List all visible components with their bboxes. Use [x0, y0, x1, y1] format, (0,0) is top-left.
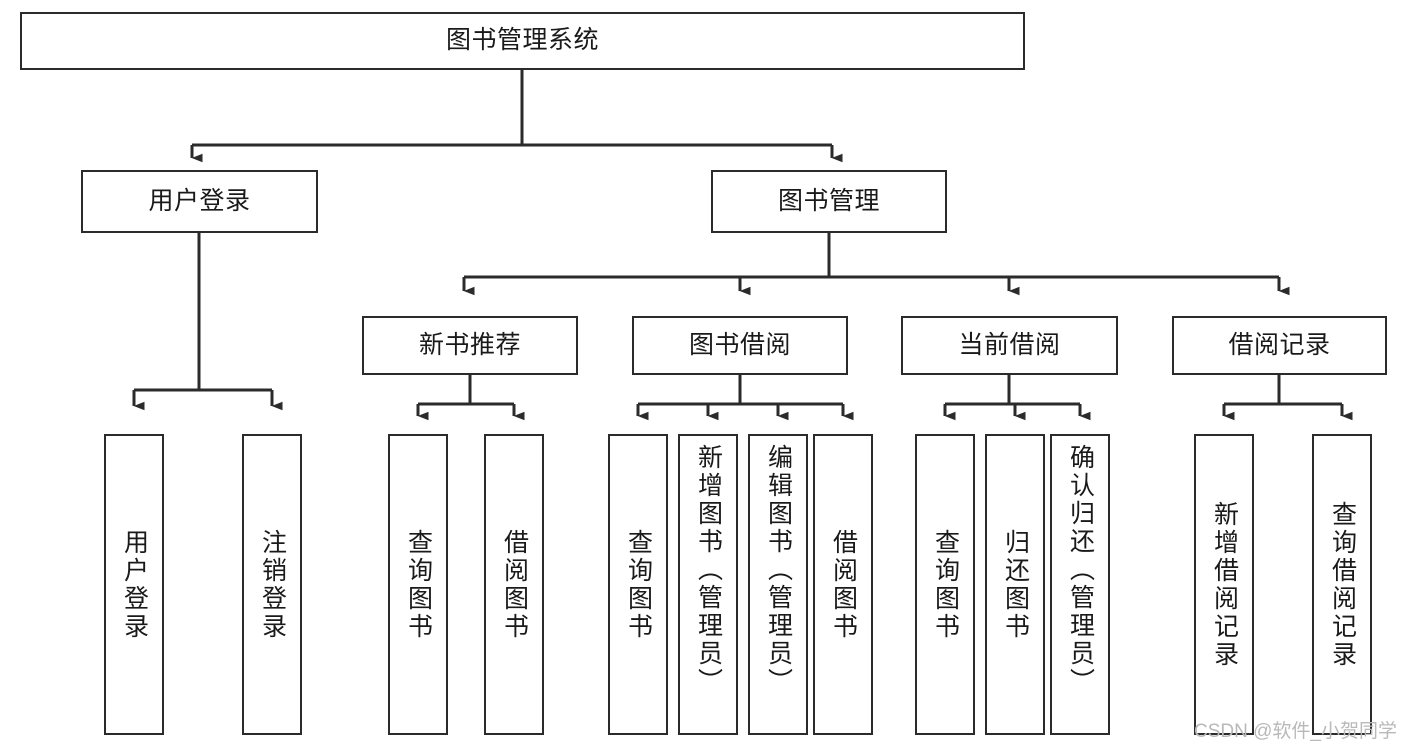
node-leaf-borrow-book-2-label: 借阅图书: [829, 528, 858, 641]
node-leaf-query-record-label: 查询借阅记录: [1328, 500, 1357, 669]
node-leaf-borrow-book-1[interactable]: 借阅图书: [484, 434, 544, 735]
node-book-management-label: 图书管理: [777, 186, 880, 215]
node-leaf-query-book-3-label: 查询图书: [931, 528, 960, 641]
node-leaf-user-login-label: 用户登录: [120, 528, 149, 641]
node-leaf-query-book-2[interactable]: 查询图书: [608, 434, 668, 735]
node-leaf-query-book-3[interactable]: 查询图书: [915, 434, 975, 735]
node-root-label: 图书管理系统: [445, 26, 599, 55]
node-borrow-record-label: 借阅记录: [1228, 330, 1331, 359]
node-new-book-recommend-label: 新书推荐: [418, 330, 521, 359]
node-current-borrow-label: 当前借阅: [958, 330, 1061, 359]
node-leaf-query-book-1[interactable]: 查询图书: [388, 434, 448, 735]
node-leaf-confirm-return-label: 确认归还（管理员）: [1066, 444, 1095, 696]
node-leaf-query-book-1-label: 查询图书: [404, 528, 433, 641]
node-leaf-return-book-label: 归还图书: [1001, 528, 1030, 641]
node-leaf-borrow-book-1-label: 借阅图书: [500, 528, 529, 641]
node-leaf-query-book-2-label: 查询图书: [624, 528, 653, 641]
node-user-login-label: 用户登录: [148, 186, 251, 215]
node-leaf-add-record-label: 新增借阅记录: [1210, 500, 1239, 669]
node-leaf-add-record[interactable]: 新增借阅记录: [1194, 434, 1254, 735]
node-leaf-return-book[interactable]: 归还图书: [985, 434, 1045, 735]
csdn-watermark: CSDN @软件_小贺同学: [1194, 721, 1397, 742]
node-leaf-user-login[interactable]: 用户登录: [104, 434, 164, 735]
node-current-borrow[interactable]: 当前借阅: [901, 316, 1118, 375]
node-leaf-add-book-label: 新增图书（管理员）: [694, 444, 723, 696]
node-user-login[interactable]: 用户登录: [81, 170, 318, 233]
node-book-borrow[interactable]: 图书借阅: [632, 316, 848, 375]
node-new-book-recommend[interactable]: 新书推荐: [362, 316, 578, 375]
node-book-borrow-label: 图书借阅: [688, 330, 791, 359]
node-leaf-borrow-book-2[interactable]: 借阅图书: [813, 434, 873, 735]
node-leaf-confirm-return[interactable]: 确认归还（管理员）: [1050, 434, 1110, 735]
node-leaf-edit-book[interactable]: 编辑图书（管理员）: [748, 434, 808, 735]
node-root[interactable]: 图书管理系统: [20, 12, 1025, 70]
node-borrow-record[interactable]: 借阅记录: [1172, 316, 1387, 375]
node-leaf-user-logout[interactable]: 注销登录: [242, 434, 302, 735]
node-leaf-add-book[interactable]: 新增图书（管理员）: [678, 434, 738, 735]
node-leaf-edit-book-label: 编辑图书（管理员）: [764, 444, 793, 696]
node-leaf-query-record[interactable]: 查询借阅记录: [1312, 434, 1372, 735]
node-leaf-user-logout-label: 注销登录: [258, 528, 287, 641]
node-book-management[interactable]: 图书管理: [711, 170, 947, 233]
